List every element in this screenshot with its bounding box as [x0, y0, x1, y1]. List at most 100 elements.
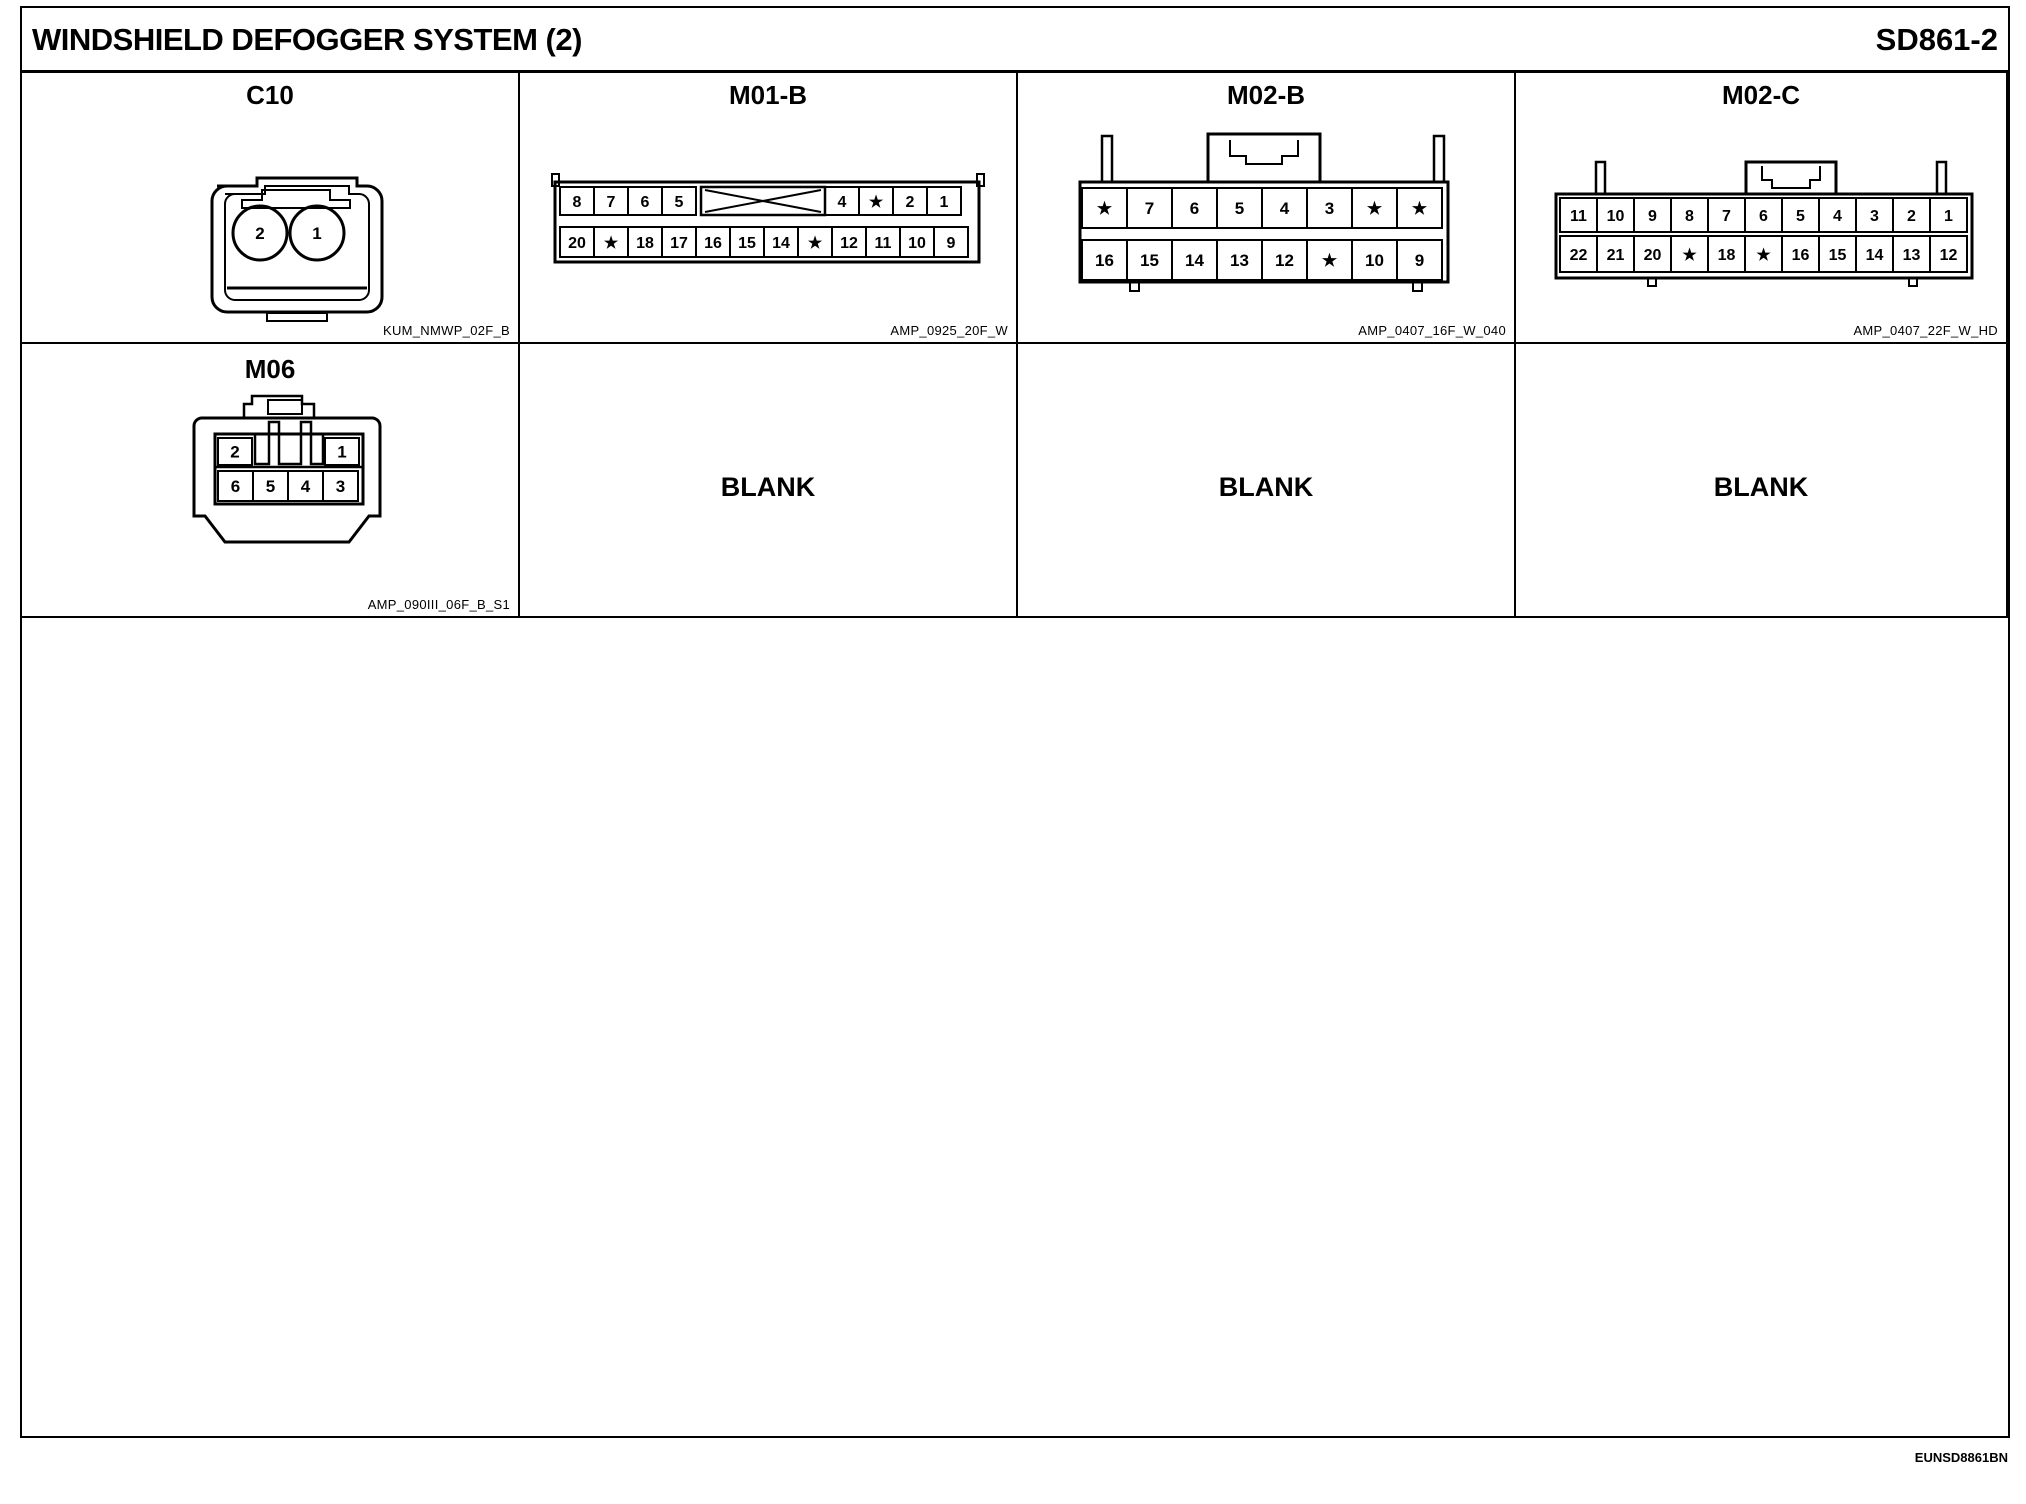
pin-label: 2 [230, 443, 239, 462]
pin-label: 20 [1644, 247, 1662, 264]
pin-label: ★ [1322, 251, 1338, 270]
pin-label: 22 [1570, 247, 1588, 264]
pin-cell [661, 186, 697, 216]
pin-label: 14 [772, 235, 790, 252]
pin-label: 16 [1095, 251, 1114, 270]
pin-label: 5 [675, 194, 684, 211]
pin-label: 9 [1648, 208, 1657, 225]
pin-label: ★ [869, 194, 884, 211]
diagram-frame: WINDSHIELD DEFOGGER SYSTEM (2) SD861-2 C… [20, 6, 2010, 1438]
pin-label: 5 [1796, 208, 1805, 225]
pin-label: 3 [336, 477, 345, 496]
blank-label: BLANK [1713, 472, 1809, 502]
pin-label: ★ [1756, 247, 1771, 264]
pin-label: 5 [1235, 199, 1244, 218]
pin-label: 1 [1944, 208, 1953, 225]
pin-label: 7 [607, 194, 616, 211]
connector-label: C10 [246, 80, 294, 110]
pin-circle [231, 204, 289, 262]
pin-label: 13 [1903, 247, 1921, 264]
blank-label: BLANK [1218, 472, 1314, 502]
pin-label: 16 [704, 235, 722, 252]
pin-label: 6 [641, 194, 650, 211]
blank-cell: BLANK [1018, 344, 1516, 618]
figure-reference: EUNSD8861BN [1914, 1450, 2008, 1465]
pin-label: 10 [908, 235, 926, 252]
pin-label: 15 [1140, 251, 1159, 270]
pin-label: 10 [1607, 208, 1625, 225]
connector-part-number: AMP_090III_06F_B_S1 [367, 597, 510, 612]
pin-cell [1929, 197, 1968, 233]
pin-label: 18 [636, 235, 654, 252]
connector-part-number: AMP_0407_22F_W_HD [1853, 323, 1998, 338]
pin-label: 5 [266, 477, 275, 496]
pin-label: ★ [1682, 247, 1697, 264]
pin-cell [933, 226, 969, 258]
pin-cell [1929, 235, 1968, 273]
pin-label: 10 [1365, 251, 1384, 270]
pin-label: 1 [940, 194, 949, 211]
diagram-title: WINDSHIELD DEFOGGER SYSTEM (2) [32, 22, 582, 57]
pin-label: 21 [1607, 247, 1625, 264]
blank-cell: BLANK [520, 344, 1018, 618]
blank-label: BLANK [720, 472, 816, 502]
pin-label: 12 [1940, 247, 1958, 264]
pin-label: 3 [1870, 208, 1879, 225]
connector-label: M02-C [1721, 80, 1800, 110]
pin-label: ★ [808, 235, 823, 252]
pin-circle [288, 204, 346, 262]
pin-label: 6 [231, 477, 240, 496]
pin-label: ★ [604, 235, 619, 252]
pin-label: 7 [1722, 208, 1731, 225]
connector-label: M06 [244, 354, 296, 384]
pin-label: 11 [875, 235, 892, 252]
pin-label: 4 [301, 477, 311, 496]
blank-cell: BLANK [1516, 344, 2008, 618]
pin-label: ★ [1412, 199, 1428, 218]
pin-label: 16 [1792, 247, 1810, 264]
pin-label: 1 [312, 224, 321, 243]
pin-label: 6 [1190, 199, 1199, 218]
pin-label: 14 [1185, 251, 1204, 270]
pin-label: 8 [573, 194, 582, 211]
pin-label: 14 [1866, 247, 1884, 264]
pin-label: 8 [1685, 208, 1694, 225]
pin-label: ★ [1097, 199, 1113, 218]
pin-label: 9 [947, 235, 956, 252]
pin-label: 20 [568, 235, 586, 252]
pin-label: 2 [255, 224, 264, 243]
pin-label: 3 [1325, 199, 1334, 218]
pin-label: 12 [840, 235, 858, 252]
pin-cell [322, 470, 359, 502]
pin-label: 4 [1280, 199, 1290, 218]
connector-c10-drawing: 2 1 [210, 176, 384, 322]
diagram-code: SD861-2 [1875, 22, 1998, 57]
pin-label: 13 [1230, 251, 1249, 270]
pin-label: 15 [738, 235, 756, 252]
pin-label: 6 [1759, 208, 1768, 225]
pin-label: 17 [670, 235, 688, 252]
pin-label: 18 [1718, 247, 1736, 264]
connector-grid: C10 2 1 KUM_NMWP_02F_B M01-B [22, 70, 2008, 618]
title-bar: WINDSHIELD DEFOGGER SYSTEM (2) SD861-2 [22, 8, 2008, 73]
connector-label: M02-B [1226, 80, 1305, 110]
pin-label: 2 [1907, 208, 1916, 225]
pin-label: 4 [1833, 208, 1842, 225]
pin-cell [217, 437, 253, 466]
pin-cell [1396, 239, 1443, 281]
pin-cell [324, 437, 360, 466]
pin-label: 11 [1570, 208, 1587, 225]
pin-label: 9 [1415, 251, 1424, 270]
connector-part-number: KUM_NMWP_02F_B [382, 323, 510, 338]
pin-cell [926, 186, 962, 216]
pin-label: ★ [1367, 199, 1383, 218]
pin-label: 4 [838, 194, 847, 211]
